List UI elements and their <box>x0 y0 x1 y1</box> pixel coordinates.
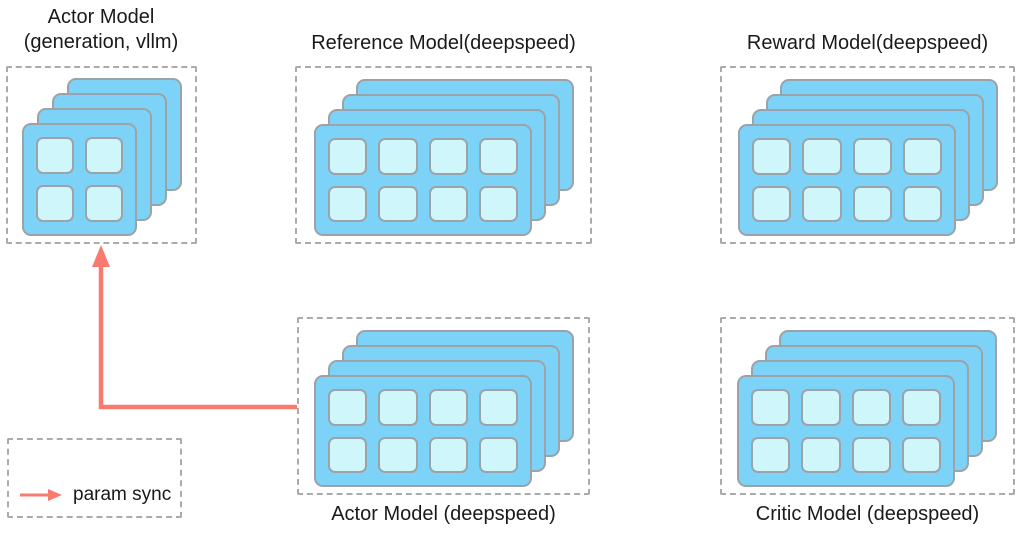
critic-gpu-cell <box>851 389 891 426</box>
reference-gpu-cell <box>328 185 368 222</box>
actor-vllm-gpu-cell <box>36 137 74 174</box>
critic-gpu-cell <box>901 436 941 473</box>
actor-deepspeed-gpu-cell <box>378 436 418 473</box>
critic-label: Critic Model (deepspeed) <box>755 503 980 525</box>
actor-vllm-title: Actor Model (generation, vllm) <box>0 5 211 55</box>
actor-vllm-gpu-cell <box>85 137 123 174</box>
reward-gpu-stack <box>722 68 1013 242</box>
reward-gpu-cell <box>902 185 942 222</box>
actor-deepspeed-gpu-cell <box>428 389 468 426</box>
actor-vllm-gpu-card <box>22 123 137 236</box>
legend-row: param sync <box>19 484 171 506</box>
reward-title: Reward Model(deepspeed) <box>720 31 1015 56</box>
reward-gpu-cell <box>852 138 892 175</box>
actor-deepspeed-gpu-card <box>314 375 532 487</box>
actor-vllm-box <box>6 66 197 244</box>
actor-vllm-gpu-cell <box>85 185 123 222</box>
legend-label: param sync <box>73 484 172 505</box>
reference-gpu-cell <box>478 138 518 175</box>
reference-gpu-stack <box>297 68 590 242</box>
legend-box: param sync <box>7 438 182 518</box>
reward-gpu-card <box>738 124 956 236</box>
actor-deepspeed-gpu-cell <box>428 436 468 473</box>
actor-deepspeed-gpu-stack <box>299 319 588 493</box>
param-sync-arrowhead-icon <box>92 245 110 267</box>
critic-gpu-cell <box>801 436 841 473</box>
actor-vllm-gpu-cell <box>36 185 74 222</box>
actor-vllm-title-line2: (generation, vllm) <box>23 31 179 53</box>
actor-deepspeed-gpu-cell <box>478 389 518 426</box>
reward-gpu-cell <box>902 138 942 175</box>
reward-gpu-cell <box>752 185 792 222</box>
actor-deepspeed-gpu-cell <box>328 436 368 473</box>
reference-gpu-cell <box>428 138 468 175</box>
reference-gpu-cell <box>378 185 418 222</box>
reward-title-line1: Reward Model(deepspeed) <box>746 32 989 54</box>
critic-gpu-cell <box>751 436 791 473</box>
actor-vllm-gpu-stack <box>8 68 195 242</box>
param-sync-arrow-line <box>98 263 297 410</box>
reference-box <box>295 66 592 244</box>
actor-vllm-title-line1: Actor Model <box>47 6 155 28</box>
critic-box <box>720 317 1015 495</box>
reference-title-line1: Reference Model(deepspeed) <box>311 32 576 54</box>
actor-deepspeed-label: Actor Model (deepspeed) <box>331 503 556 525</box>
reference-title: Reference Model(deepspeed) <box>295 31 592 56</box>
actor-deepspeed-gpu-cell <box>378 389 418 426</box>
actor-deepspeed-gpu-cell <box>478 436 518 473</box>
param-sync-legend-arrow-icon <box>20 489 62 501</box>
reference-gpu-cell <box>478 185 518 222</box>
reward-gpu-cell <box>802 138 842 175</box>
reference-gpu-cell <box>328 138 368 175</box>
critic-gpu-cell <box>751 389 791 426</box>
reference-gpu-cell <box>378 138 418 175</box>
actor-deepspeed-box <box>297 317 590 495</box>
reward-box <box>720 66 1015 244</box>
reward-gpu-cell <box>802 185 842 222</box>
reference-gpu-card <box>314 124 532 236</box>
critic-gpu-stack <box>722 319 1013 493</box>
critic-gpu-cell <box>901 389 941 426</box>
reference-gpu-cell <box>428 185 468 222</box>
critic-gpu-card <box>737 375 955 487</box>
critic-gpu-cell <box>801 389 841 426</box>
actor-deepspeed-gpu-cell <box>328 389 368 426</box>
reward-gpu-cell <box>752 138 792 175</box>
critic-gpu-cell <box>851 436 891 473</box>
reward-gpu-cell <box>852 185 892 222</box>
